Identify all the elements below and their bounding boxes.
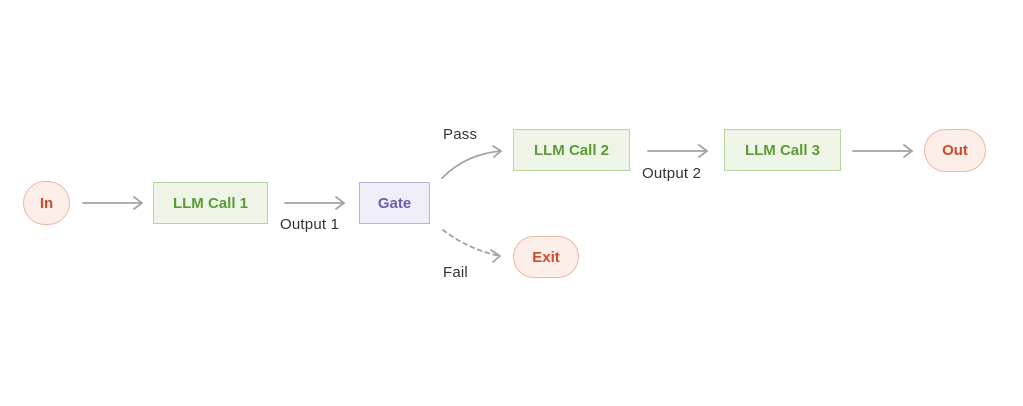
node-llm-call-2: LLM Call 2	[513, 129, 630, 171]
edge-label-pass: Pass	[443, 126, 478, 143]
node-in-label: In	[39, 194, 54, 212]
edge-label-output-2: Output 2	[642, 165, 702, 182]
node-llm-call-1: LLM Call 1	[153, 182, 268, 224]
node-out: Out	[924, 129, 986, 172]
node-gate: Gate	[359, 182, 430, 224]
node-exit: Exit	[513, 236, 579, 278]
arrow-llm1-to-gate	[284, 196, 345, 210]
arrow-gate-to-exit-fail	[442, 229, 501, 263]
node-llm-call-2-label: LLM Call 2	[533, 141, 609, 159]
node-out-label: Out	[942, 142, 968, 159]
edge-label-output-1: Output 1	[280, 216, 340, 233]
node-gate-label: Gate	[377, 194, 412, 212]
node-llm-call-3-label: LLM Call 3	[744, 141, 820, 159]
edge-label-fail: Fail	[443, 264, 468, 281]
arrow-gate-to-llm2-pass	[441, 145, 502, 179]
node-in: In	[23, 181, 70, 225]
node-llm-call-3: LLM Call 3	[724, 129, 841, 171]
arrow-in-to-llm1	[82, 196, 143, 210]
node-exit-label: Exit	[532, 248, 560, 266]
arrow-llm3-to-out	[852, 144, 913, 158]
arrow-llm2-to-llm3	[647, 144, 708, 158]
node-llm-call-1-label: LLM Call 1	[172, 194, 248, 212]
